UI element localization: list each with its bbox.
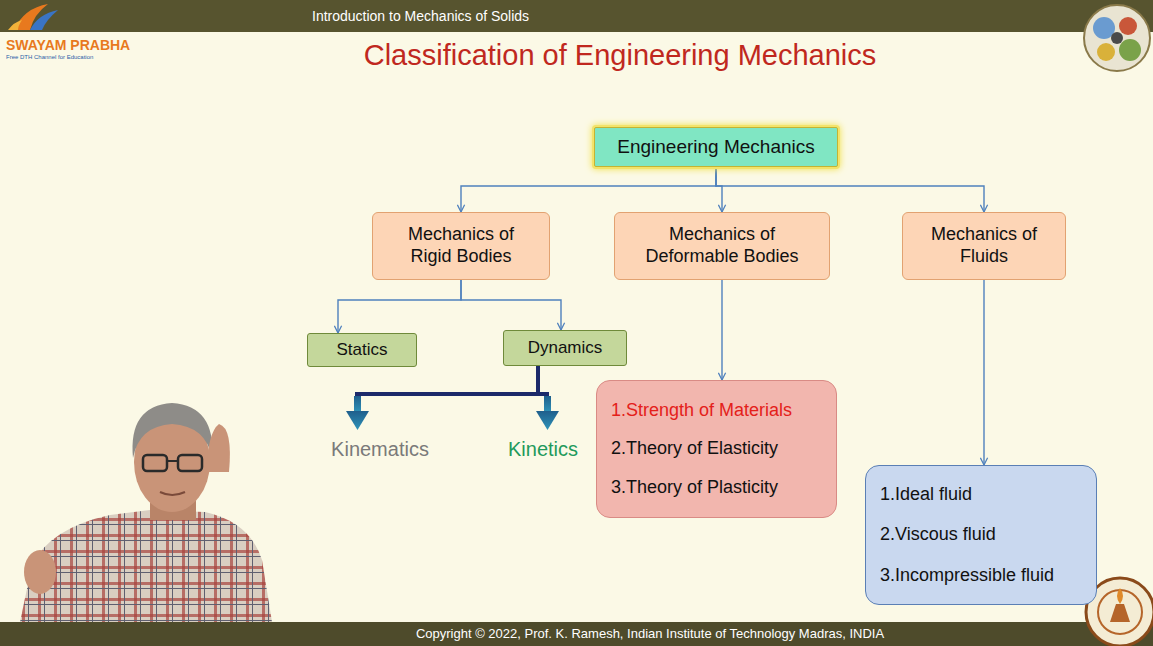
connector-arrow [716, 167, 722, 212]
channel-name: SWAYAM PRABHA [6, 37, 130, 54]
topic-list-box: 1.Ideal fluid 2.Viscous fluid 3.Incompress… [865, 465, 1097, 605]
topic-item: 2.Theory of Elasticity [611, 438, 778, 460]
sub-branch-title: Statics [336, 340, 387, 360]
course-icon [1084, 5, 1150, 71]
connector-arrow [721, 280, 722, 380]
kinematics-kinetics-split [346, 366, 559, 430]
kinetics-label: Kinetics [508, 437, 578, 461]
topic-item: 3.Theory of Plasticity [611, 477, 778, 499]
branch-title: Mechanics of Fluids [919, 224, 1049, 267]
connector-arrow [716, 167, 984, 212]
topic-item: 2.Viscous fluid [880, 524, 996, 546]
header-band [0, 0, 1153, 32]
channel-tagline: Free DTH Channel for Education [6, 54, 93, 61]
root-title: Engineering Mechanics [617, 136, 815, 159]
slide-title: Classification of Engineering Mechanics [364, 38, 877, 73]
sub-branch-box: Statics [307, 333, 417, 367]
branch-title: Mechanics of Deformable Bodies [637, 224, 807, 267]
footer-band [0, 622, 1153, 646]
branch-box: Mechanics of Deformable Bodies [614, 212, 830, 280]
root-box: Engineering Mechanics [594, 127, 838, 167]
kinematics-label: Kinematics [331, 437, 429, 461]
sub-branch-box: Dynamics [503, 330, 627, 366]
topic-item: 1.Strength of Materials [611, 400, 792, 422]
branch-box: Mechanics of Rigid Bodies [372, 212, 550, 280]
sub-branch-title: Dynamics [528, 338, 603, 358]
connector-arrow [461, 280, 561, 330]
copyright-footer: Copyright © 2022, Prof. K. Ramesh, India… [416, 626, 884, 642]
branch-box: Mechanics of Fluids [902, 212, 1066, 280]
connector-arrow [338, 280, 461, 333]
connector-arrow [461, 167, 716, 212]
branch-title: Mechanics of Rigid Bodies [391, 224, 531, 267]
presenter-figure [20, 403, 272, 622]
channel-logo [8, 4, 58, 30]
topic-list-box: 1.Strength of Materials 2.Theory of Elast… [596, 380, 837, 518]
topic-item: 1.Ideal fluid [880, 484, 972, 506]
connector-arrow [983, 280, 984, 465]
course-header: Introduction to Mechanics of Solids [312, 8, 529, 25]
topic-item: 3.Incompressible fluid [880, 565, 1054, 587]
